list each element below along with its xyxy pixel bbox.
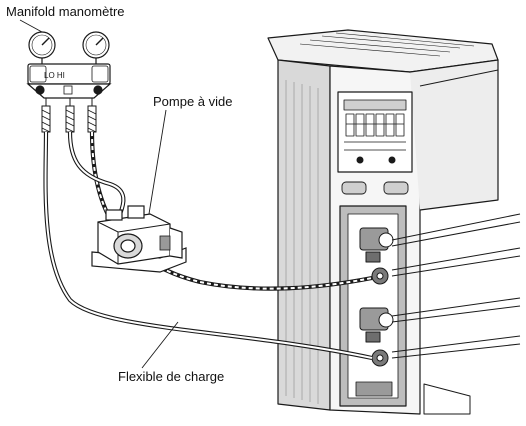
manifold-gauge: LO HI	[20, 20, 110, 132]
manifold-port-fittings	[42, 98, 96, 132]
manifold-lo-hi-text: LO HI	[44, 71, 65, 80]
unit-right-face	[410, 60, 498, 210]
outdoor-unit	[268, 30, 520, 414]
vacuum-pump	[92, 206, 186, 272]
